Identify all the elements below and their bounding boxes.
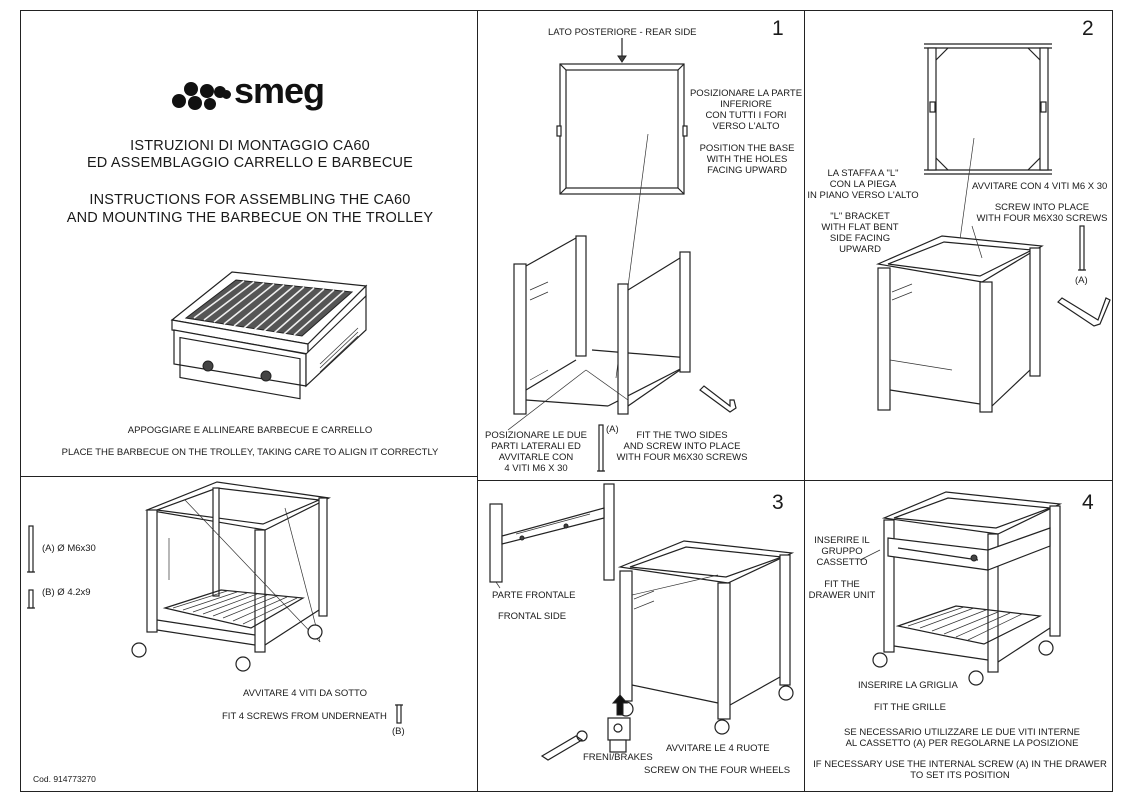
allen-key-icon	[1057, 297, 1111, 327]
underneath-note-it: AVVITARE 4 VITI DA SOTTO	[243, 688, 368, 699]
screw-b-small-label: (B)	[392, 726, 405, 737]
step4-trolley-illustration	[859, 491, 1063, 686]
step2-screw-a-label: (A)	[1075, 275, 1088, 286]
title-en-line2: AND MOUNTING THE BARBECUE ON THE TROLLEY	[66, 210, 434, 226]
step2-frame-illustration	[875, 225, 1044, 413]
step4-note-it: SE NECESSARIO UTILIZZARE LE DUE VITI INT…	[844, 727, 1080, 749]
step3-rail-detail-illustration	[489, 483, 615, 589]
step3-wheels-it: AVVITARE LE 4 RUOTE	[666, 743, 770, 754]
caption-it: APPOGGIARE E ALLINEARE BARBECUE E CARREL…	[127, 425, 373, 436]
logo-wordmark: smeg	[234, 70, 325, 111]
title-it-line1: ISTRUZIONI DI MONTAGGIO CA60	[130, 138, 370, 154]
trolley-bottom-illustration	[131, 481, 331, 672]
screw-b-label: (B) Ø 4.2x9	[42, 587, 91, 598]
barbecue-illustration	[170, 271, 368, 400]
step2-screw-it: AVVITARE CON 4 VITI M6 X 30	[972, 181, 1108, 192]
step2-screw-a-icon	[1078, 225, 1086, 271]
step3-frame-illustration	[617, 540, 795, 735]
step1-screw-a-label: (A)	[606, 424, 619, 435]
step1-frame-illustration	[507, 235, 737, 431]
step3-front-it: PARTE FRONTALE	[492, 590, 576, 601]
divider-right	[804, 10, 805, 792]
step4-grille-it: INSERIRE LA GRIGLIA	[858, 680, 958, 691]
step4-number: 4	[1082, 491, 1094, 514]
step3-wheels-en: SCREW ON THE FOUR WHEELS	[644, 765, 791, 776]
title-it-line2: ED ASSEMBLAGGIO CARRELLO E BARBECUE	[86, 155, 414, 171]
screw-b-icon	[27, 589, 35, 609]
divider-left-panel	[20, 476, 478, 477]
step2-bracket-it: LA STAFFA A "L"CON LA PIEGA IN PIANO VER…	[807, 168, 919, 201]
caption-en: PLACE THE BARBECUE ON THE TROLLEY, TAKIN…	[61, 447, 439, 458]
divider-steps	[477, 480, 1113, 481]
step3-brakes-label: FRENI/BRAKES	[583, 752, 653, 763]
step4-grille-en: FIT THE GRILLE	[874, 702, 946, 713]
brake-wheel-icon	[540, 717, 631, 761]
title-en-line1: INSTRUCTIONS FOR ASSEMBLING THE CA60	[89, 192, 411, 208]
step1-number: 1	[772, 17, 784, 40]
screw-a-icon	[27, 525, 35, 573]
smeg-logo: smeg	[172, 70, 342, 116]
screw-a-label: (A) Ø M6x30	[42, 543, 96, 554]
step3-front-en: FRONTAL SIDE	[498, 611, 567, 622]
step1-base-illustration	[556, 38, 688, 379]
step1-rear-label: LATO POSTERIORE - REAR SIDE	[548, 27, 697, 38]
step4-note-en: IF NECESSARY USE THE INTERNAL SCREW (A) …	[813, 759, 1107, 781]
arrow-up-icon	[611, 694, 629, 716]
document-code: Cod. 914773270	[33, 774, 96, 784]
page-frame	[20, 10, 1113, 792]
divider-left	[477, 10, 478, 792]
underneath-note-en: FIT 4 SCREWS FROM UNDERNEATH	[222, 711, 387, 722]
step2-top-frame-illustration	[924, 43, 1052, 255]
step1-screw-a-icon	[597, 424, 605, 472]
step3-number: 3	[772, 491, 784, 514]
step2-number: 2	[1082, 17, 1094, 40]
screw-b-small-icon	[395, 704, 403, 724]
